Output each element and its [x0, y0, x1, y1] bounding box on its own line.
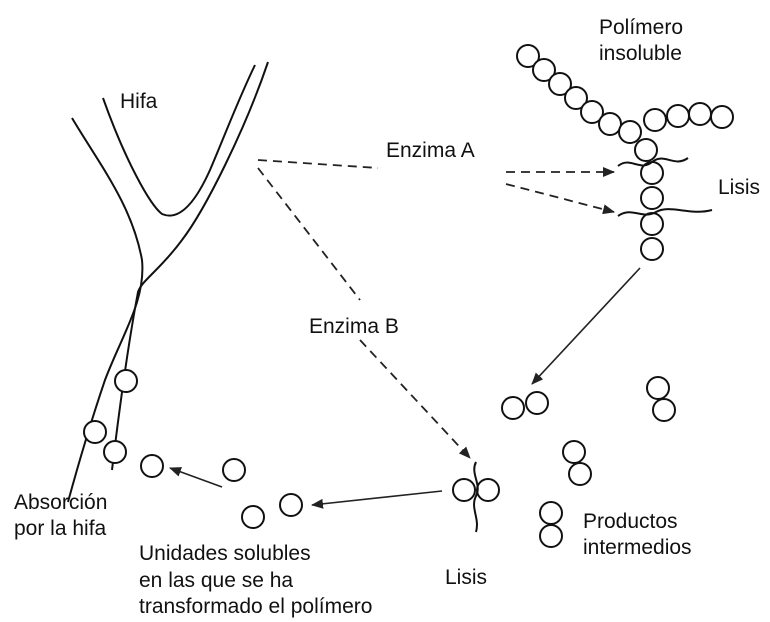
absorption-label-line1: Absorción	[14, 491, 107, 514]
polymer-lysis-marks	[618, 158, 712, 216]
soluble-label-line3: transformado el polímero	[139, 595, 372, 618]
hypha-beads	[84, 370, 137, 463]
lysis-top-label: Lisis	[718, 176, 760, 199]
absorbed-unit	[141, 455, 163, 477]
bottom-lysis-pair	[453, 462, 499, 532]
absorption-label-line2: por la hifa	[14, 517, 107, 540]
polymer-label-line2: insoluble	[599, 42, 682, 65]
enzyme-b-label: Enzima B	[309, 315, 399, 338]
absorption-arrow	[170, 468, 222, 487]
soluble-units	[223, 459, 302, 528]
enzyme-a-label: Enzima A	[386, 139, 475, 162]
insoluble-polymer-chain	[517, 45, 733, 260]
intermediates-label-line2: intermedios	[583, 536, 692, 559]
degradation-arrow	[532, 268, 640, 384]
intermediates-label-line1: Productos	[583, 510, 678, 533]
lysis-bottom-label: Lisis	[445, 566, 487, 589]
polymer-label-line1: Polímero	[599, 16, 683, 39]
hypha-label: Hifa	[120, 90, 158, 113]
soluble-label-line1: Unidades solubles	[139, 542, 311, 565]
enzyme-b-path	[258, 168, 470, 458]
soluble-label-line2: en las que se ha	[139, 569, 293, 592]
to-soluble-arrow	[312, 491, 442, 505]
enzyme-a-path	[258, 160, 614, 212]
